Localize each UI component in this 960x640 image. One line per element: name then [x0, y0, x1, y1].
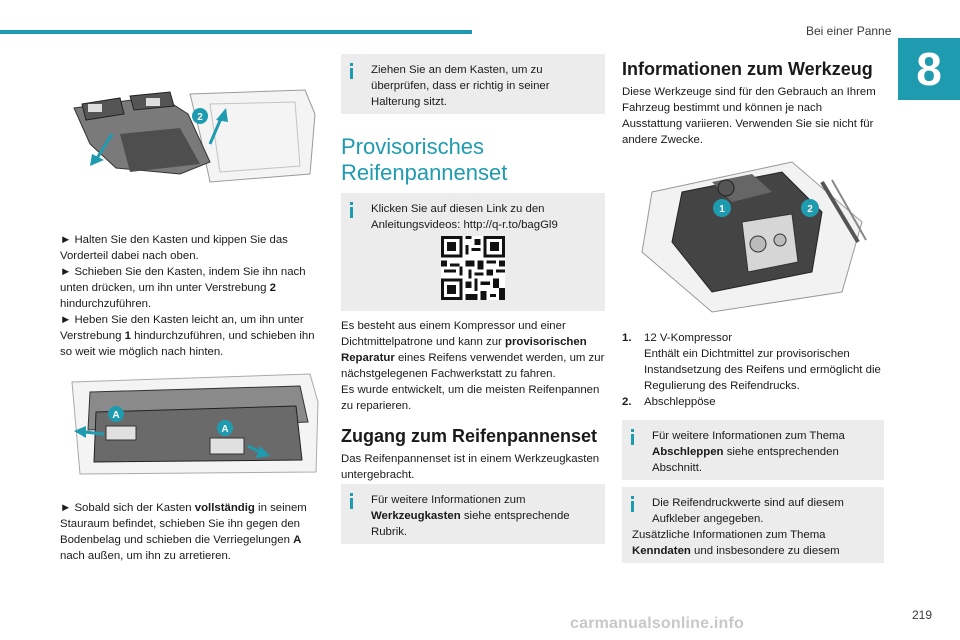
figure-toolbox: 1 2 [622, 152, 884, 318]
bullet-lift-under-1: ► Heben Sie den Kasten leicht an, um ihn… [60, 314, 315, 358]
figure-label-a-left [108, 406, 124, 422]
heading-tool-info: Informationen zum Werkzeug [622, 59, 873, 79]
header-accent-bar [0, 30, 472, 34]
tool-list: 1. 12 V-Kompressor Enthält ein Dichtmitt… [622, 330, 884, 410]
box-locks-illustration: A A [71, 373, 319, 475]
chapter-title: Bei einer Panne [806, 24, 892, 38]
figure-label-1 [192, 108, 208, 124]
instruction-bullets: ► Halten Sie den Kasten und kippen Sie d… [60, 232, 322, 360]
figure-box-locks: A A [60, 362, 322, 480]
repair-kit-description: Es besteht aus einem Kompressor und eine… [341, 320, 605, 412]
note-toolbox-ref: Für weitere Informationen zum Werkzeugka… [341, 484, 605, 544]
note-check-box: Ziehen Sie an dem Kasten, um zu überprüf… [341, 54, 605, 114]
figure-label-a-right [217, 420, 233, 436]
svg-text:2: 2 [197, 112, 203, 123]
bullet-push-under-2: ► Schieben Sie den Kasten, indem Sie ihn… [60, 266, 306, 310]
toolbox-illustration: 1 2 [641, 161, 867, 313]
info-icon [631, 429, 634, 445]
info-icon [350, 493, 353, 509]
svg-text:A: A [221, 424, 228, 435]
page-number: 219 [912, 608, 933, 622]
heading-access-kit: Zugang zum Reifenpannenset [341, 426, 598, 446]
svg-text:2: 2 [807, 204, 813, 215]
info-icon [350, 202, 353, 218]
chapter-number-badge: 8 [898, 38, 960, 100]
note-towing-ref: Für weitere Informationen zum Thema Absc… [622, 420, 884, 480]
figure-box-tilt: 2 [60, 74, 322, 192]
svg-text:1: 1 [719, 204, 725, 215]
info-icon [350, 63, 353, 79]
list-item: 1. 12 V-Kompressor Enthält ein Dichtmitt… [622, 332, 881, 392]
svg-text:A: A [112, 410, 119, 421]
qr-code[interactable] [441, 236, 505, 300]
tool-info-description: Diese Werkzeuge sind für den Gebrauch an… [622, 86, 876, 146]
bullet-hold-tilt: ► Halten Sie den Kasten und kippen Sie d… [60, 234, 288, 262]
info-icon [631, 496, 634, 512]
box-tilt-illustration: 2 [73, 89, 316, 183]
heading-repair-kit: Provisorisches Reifenpannenset [341, 134, 508, 185]
access-kit-description: Das Reifenpannenset ist in einem Werkzeu… [341, 453, 600, 481]
bullet-lock-box: ► Sobald sich der Kasten vollständig in … [60, 502, 307, 562]
instruction-bullet-lock: ► Sobald sich der Kasten vollständig in … [60, 500, 322, 564]
watermark: carmanualsonline.info [570, 615, 745, 632]
note-tyre-pressure: Die Reifendruckwerte sind auf diesem Auf… [622, 487, 884, 563]
figure-label-1 [713, 199, 731, 217]
list-item: 2. Abschleppöse [622, 396, 716, 408]
figure-label-2 [801, 199, 819, 217]
